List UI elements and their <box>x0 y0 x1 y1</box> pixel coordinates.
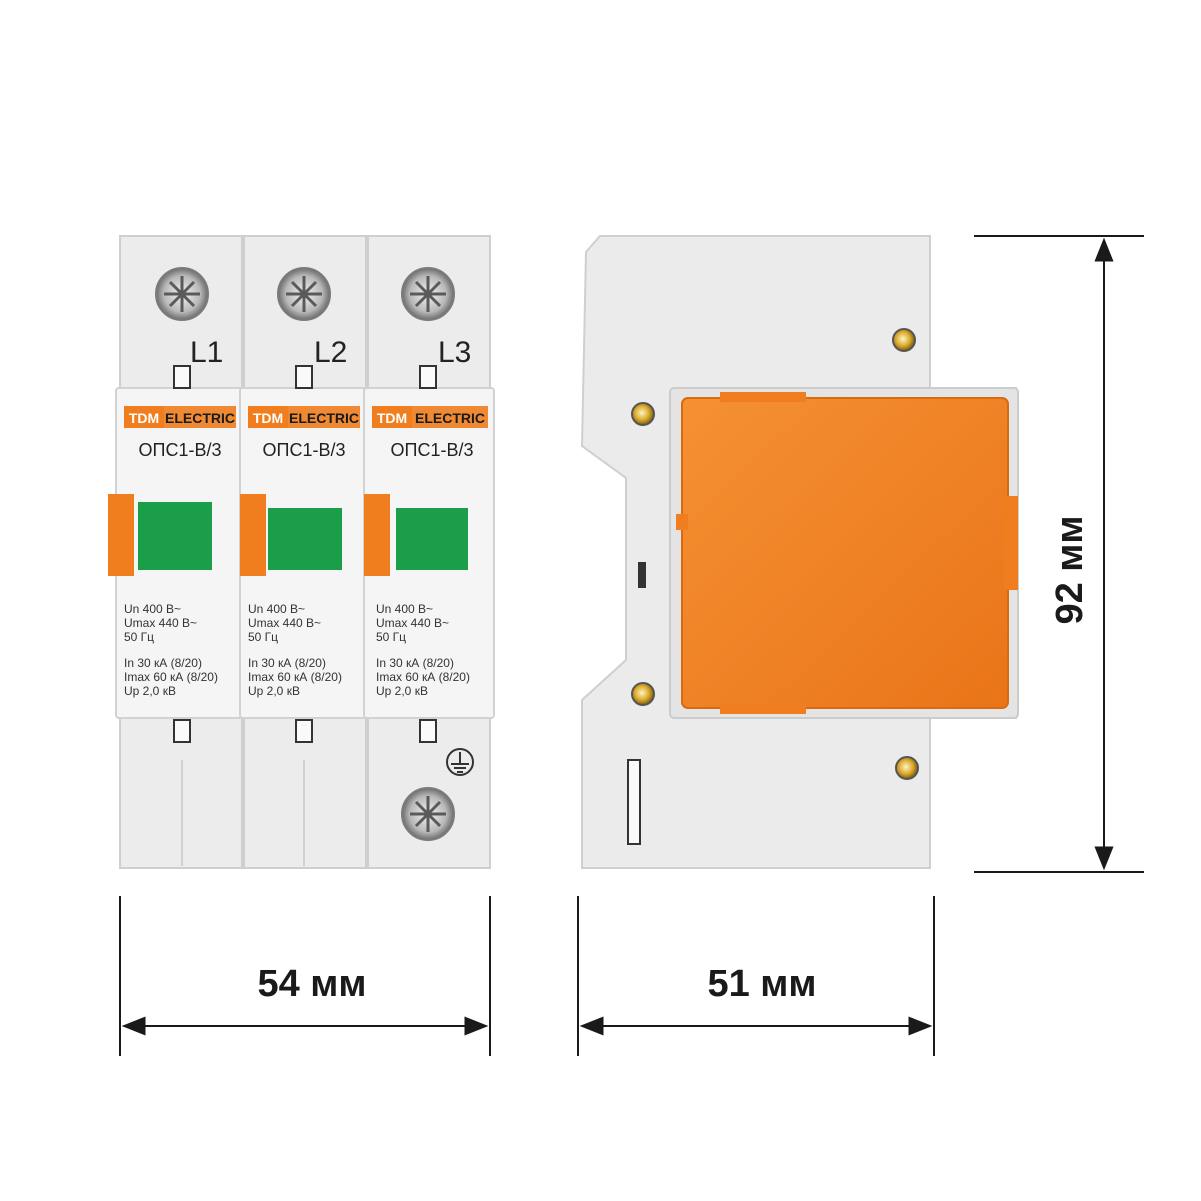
indicator-tab <box>108 494 134 576</box>
spec-imax: Imax 60 кА (8/20) <box>124 670 218 684</box>
status-indicator-window <box>268 508 342 570</box>
brand-logo-box <box>372 406 412 428</box>
side-view <box>580 235 1019 869</box>
brand-logo-box <box>124 406 164 428</box>
spec-up: Up 2,0 кВ <box>376 684 428 698</box>
spec-umax: Umax 440 В~ <box>124 616 197 630</box>
terminal-label: L3 <box>438 336 471 369</box>
side-slot <box>638 562 646 588</box>
spec-in: In 30 кА (8/20) <box>248 656 326 670</box>
spec-up: Up 2,0 кВ <box>124 684 176 698</box>
indicator-tab <box>364 494 390 576</box>
rivet-icon <box>892 328 916 352</box>
terminal-label: L1 <box>190 336 223 369</box>
spec-imax: Imax 60 кА (8/20) <box>376 670 470 684</box>
spec-freq: 50 Гц <box>248 630 278 644</box>
spec-imax: Imax 60 кА (8/20) <box>248 670 342 684</box>
spec-freq: 50 Гц <box>124 630 154 644</box>
brand-logo: TDM <box>129 410 159 426</box>
terminal-clamp-top <box>419 365 437 389</box>
model-label: ОПС1-B/3 <box>391 440 474 460</box>
spec-freq: 50 Гц <box>376 630 406 644</box>
spec-in: In 30 кА (8/20) <box>376 656 454 670</box>
terminal-clamp-bottom <box>295 719 313 743</box>
spec-umax: Umax 440 В~ <box>248 616 321 630</box>
pole-1: L1 TDM ELECTRIC ОПС1-B/3 Un 400 В~ Umax … <box>108 235 247 869</box>
brand-name: ELECTRIC <box>289 410 359 426</box>
spec-un: Un 400 В~ <box>248 602 305 616</box>
dimension-label-front-width: 54 мм <box>257 963 366 1005</box>
ground-icon <box>446 748 474 776</box>
side-clip <box>627 759 641 845</box>
model-label: ОПС1-B/3 <box>263 440 346 460</box>
brand-name: ELECTRIC <box>165 410 235 426</box>
dimension-label-side-depth: 51 мм <box>707 963 816 1005</box>
rivet-icon <box>631 682 655 706</box>
dimension-depth-side <box>577 896 935 1056</box>
spec-up: Up 2,0 кВ <box>248 684 300 698</box>
brand-logo: TDM <box>253 410 283 426</box>
terminal-clamp-bottom <box>419 719 437 743</box>
indicator-tab <box>240 494 266 576</box>
pole-3: L3 TDM ELECTRIC ОПС1-B/3 Un 400 В~ Umax … <box>363 235 495 869</box>
rivet-icon <box>631 402 655 426</box>
brand-logo-box <box>248 406 288 428</box>
spec-umax: Umax 440 В~ <box>376 616 449 630</box>
status-indicator-window <box>396 508 468 570</box>
dimension-height <box>974 235 1144 873</box>
orange-cartridge <box>681 397 1009 709</box>
brand-logo: TDM <box>377 410 407 426</box>
rivet-icon <box>895 756 919 780</box>
spec-in: In 30 кА (8/20) <box>124 656 202 670</box>
terminal-clamp-top <box>173 365 191 389</box>
brand-name: ELECTRIC <box>415 410 485 426</box>
terminal-label: L2 <box>314 336 347 369</box>
status-indicator-window <box>138 502 212 570</box>
front-view: L1 TDM ELECTRIC ОПС1-B/3 Un 400 В~ Umax … <box>108 235 495 869</box>
pole-2: L2 TDM ELECTRIC ОПС1-B/3 Un 400 В~ Umax … <box>239 235 371 869</box>
spec-un: Un 400 В~ <box>124 602 181 616</box>
spec-un: Un 400 В~ <box>376 602 433 616</box>
dimension-label-height: 92 мм <box>1049 515 1091 624</box>
model-label: ОПС1-B/3 <box>139 440 222 460</box>
terminal-clamp-bottom <box>173 719 191 743</box>
terminal-clamp-top <box>295 365 313 389</box>
dimension-width-front <box>119 896 491 1056</box>
